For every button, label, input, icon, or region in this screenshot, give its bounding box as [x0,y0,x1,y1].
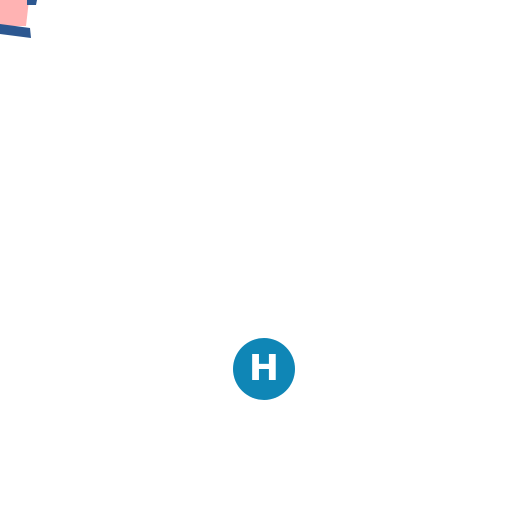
hospital-marker[interactable]: H [233,338,295,400]
building-outline-bottom [0,24,31,38]
building-outline-top [27,0,37,5]
building-shape [0,0,37,38]
building-fill [0,0,29,26]
hospital-icon: H [248,348,280,389]
